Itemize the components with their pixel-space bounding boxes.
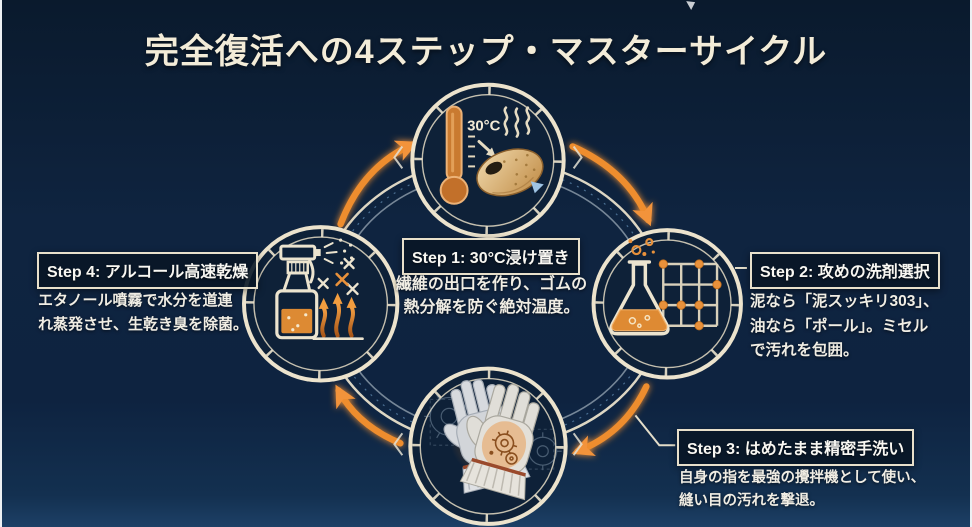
step1-label: Step 1: 30°C浸け置き	[402, 238, 580, 275]
flask-grid-icon	[609, 238, 722, 336]
step4-desc-line: エタノール噴霧で水分を道連	[38, 292, 233, 309]
cursor-artifact	[686, 1, 696, 11]
thermometer-shoe-icon: 30°C	[439, 105, 544, 205]
step3-label: Step 3: はめたまま精密手洗い	[677, 429, 915, 466]
node-handwash	[408, 366, 568, 526]
grid-icon	[662, 262, 719, 327]
step1-description: 繊維の出口を作り、ゴムの 熱分解を防ぐ絶対温度。	[384, 273, 599, 319]
bubbles-icon	[628, 238, 655, 257]
front-glove	[459, 383, 540, 501]
step2-desc-line: 油なら「ポール」。ミセル	[750, 317, 929, 335]
arrow-bottom-to-left	[335, 384, 404, 447]
step2-desc-line: 泥なら「泥スッキリ303」、	[750, 293, 939, 310]
step2-description: 泥なら「泥スッキリ303」、 油なら「ポール」。ミセル で汚れを包囲。	[750, 290, 939, 364]
step2-label: Step 2: 攻めの洗剤選択	[750, 252, 940, 289]
node-dry	[242, 225, 400, 383]
step1-desc-line: 熱分解を防ぐ絶対温度。	[403, 299, 580, 316]
spray-bottle-icon	[275, 238, 364, 340]
mist-icon	[323, 242, 338, 264]
step1-desc-line: 繊維の出口を作り、ゴムの	[395, 276, 588, 293]
arrow-left-to-top	[337, 140, 419, 228]
step3-description: 自身の指を最強の攪拌機として使い、 縫い目の汚れを撃退。	[679, 467, 925, 513]
node-soak: 30°C	[410, 82, 566, 239]
blue-triangle-accent	[530, 181, 544, 194]
arrow-right-to-bottom	[571, 383, 650, 456]
evaporation-arrows-icon	[312, 292, 364, 340]
steam-icon	[503, 106, 531, 138]
page-title: 完全復活への4ステップ・マスターサイクル	[144, 33, 828, 71]
arrow-top-to-right	[569, 143, 653, 227]
gloved-hands-icon	[424, 379, 562, 501]
step4-label: Step 4: アルコール高速乾燥	[37, 252, 259, 289]
chevron-accents	[393, 145, 583, 456]
step2-desc-line: で汚れを包囲。	[750, 342, 859, 359]
x-marks-icon	[317, 257, 359, 296]
step4-desc-line: れ蒸発させ、生乾き臭を除菌。	[38, 316, 249, 333]
step4-description: エタノール噴霧で水分を道連 れ蒸発させ、生乾き臭を除菌。	[38, 289, 248, 337]
step3-desc-line: 縫い目の汚れを撃退。	[679, 493, 824, 509]
shoe-icon	[476, 148, 544, 197]
step3-desc-line: 自身の指を最強の攪拌機として使い、	[679, 470, 926, 486]
node-detergent	[591, 228, 743, 380]
temp-label: 30°C	[467, 118, 501, 135]
palm-gear-icon	[491, 430, 518, 465]
